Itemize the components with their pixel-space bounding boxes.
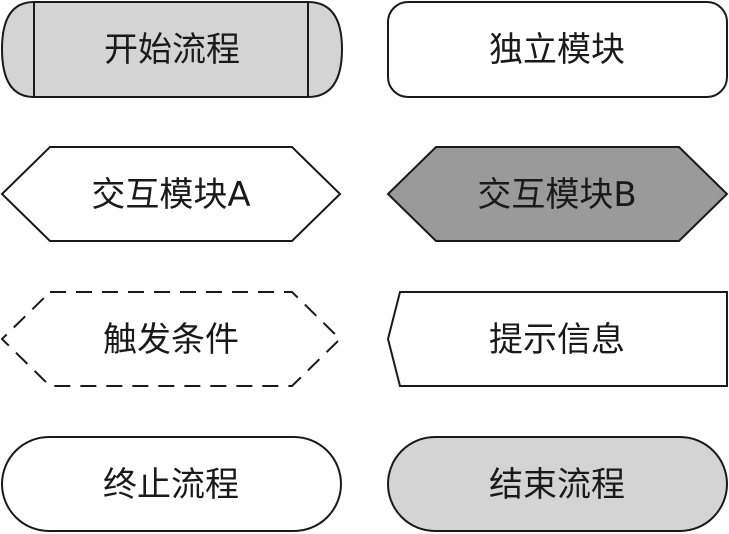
trigger-condition-shape: 触发条件: [0, 291, 342, 387]
terminate-flow-shape: 终止流程: [1, 436, 342, 532]
end-flow-shape: 结束流程: [387, 436, 728, 532]
interactive-module-b-shape: 交互模块B: [386, 146, 729, 242]
trigger-condition-label: 触发条件: [103, 320, 239, 360]
end-flow-label: 结束流程: [489, 465, 625, 505]
terminate-flow-label: 终止流程: [103, 465, 239, 505]
prompt-info-shape: 提示信息: [386, 291, 728, 387]
start-flow-shape: 开始流程: [0, 0, 344, 98]
prompt-info-label: 提示信息: [489, 320, 625, 360]
interactive-module-a-shape: 交互模块A: [0, 146, 342, 242]
start-flow-label: 开始流程: [104, 30, 240, 70]
standalone-module-outline: [387, 1, 728, 98]
standalone-module-label: 独立模块: [489, 30, 625, 70]
end-flow-outline: [387, 436, 728, 532]
prompt-info-outline: [386, 291, 728, 387]
standalone-module-shape: 独立模块: [387, 1, 728, 98]
trigger-condition-outline: [0, 291, 342, 387]
terminate-flow-outline: [1, 436, 342, 532]
interactive-module-b-outline: [386, 146, 729, 242]
interactive-module-a-label: 交互模块A: [91, 175, 250, 215]
interactive-module-a-outline: [0, 146, 342, 242]
interactive-module-b-label: 交互模块B: [477, 175, 636, 215]
